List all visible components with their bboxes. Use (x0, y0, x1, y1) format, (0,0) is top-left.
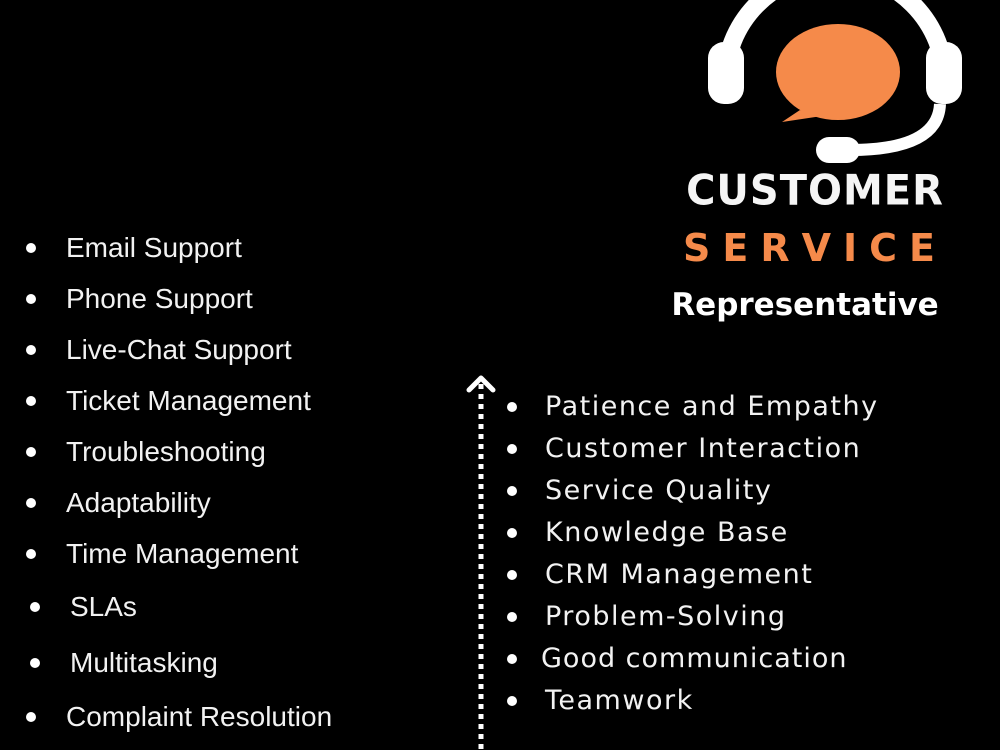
list-item: Email Support (0, 222, 332, 273)
list-item: Service Quality (500, 470, 879, 512)
list-item: Problem-Solving (500, 596, 879, 638)
list-item-label: Patience and Empathy (545, 391, 879, 422)
list-item: Customer Interaction (500, 428, 879, 470)
list-item-label: SLAs (70, 591, 137, 622)
list-item: Good communication (500, 638, 879, 680)
list-item: SLAs (0, 579, 332, 635)
list-item: Live-Chat Support (0, 324, 332, 375)
bullet-icon (26, 243, 36, 253)
bullet-icon (507, 486, 517, 496)
list-item-label: Phone Support (66, 283, 253, 314)
list-item: CRM Management (500, 554, 879, 596)
bullet-icon (26, 712, 36, 722)
list-item-label: Good communication (541, 643, 848, 674)
list-item-label: Multitasking (70, 647, 218, 678)
list-item-label: Teamwork (545, 685, 694, 716)
bullet-icon (507, 444, 517, 454)
bullet-icon (507, 696, 517, 706)
bullet-icon (30, 602, 40, 612)
list-item: Multitasking (0, 635, 332, 691)
title-customer: CUSTOMER (686, 166, 944, 216)
bullet-icon (26, 498, 36, 508)
bullet-icon (26, 549, 36, 559)
bullet-icon (507, 612, 517, 622)
bullet-icon (30, 658, 40, 668)
list-item-label: Complaint Resolution (66, 701, 333, 732)
dotted-up-arrow-icon (466, 375, 496, 750)
list-item: Adaptability (0, 477, 332, 528)
title-representative: Representative (671, 287, 939, 323)
list-item: Patience and Empathy (500, 386, 879, 428)
list-item: Time Management (0, 528, 332, 579)
list-item-label: Problem-Solving (545, 601, 787, 632)
bullet-icon (507, 402, 517, 412)
list-item-label: Adaptability (66, 487, 211, 518)
list-item-label: CRM Management (545, 559, 814, 590)
list-item-label: Live-Chat Support (66, 334, 292, 365)
list-item: Teamwork (500, 680, 879, 722)
bullet-icon (26, 294, 36, 304)
list-item: Knowledge Base (500, 512, 879, 554)
left-skills-list: Email Support Phone Support Live-Chat Su… (0, 222, 332, 742)
list-item-label: Service Quality (545, 475, 773, 506)
bullet-icon (26, 396, 36, 406)
list-item-label: Knowledge Base (545, 517, 789, 548)
list-item-label: Time Management (66, 538, 299, 569)
list-item: Complaint Resolution (0, 691, 332, 742)
bullet-icon (507, 570, 517, 580)
list-item: Troubleshooting (0, 426, 332, 477)
bullet-icon (26, 345, 36, 355)
list-item-label: Customer Interaction (545, 433, 862, 464)
right-skills-list: Patience and Empathy Customer Interactio… (500, 386, 879, 722)
list-item-label: Ticket Management (66, 385, 311, 416)
list-item: Phone Support (0, 273, 332, 324)
headset-chat-icon (708, 0, 962, 163)
title-service: SERVICE (683, 226, 947, 270)
list-item-label: Email Support (66, 232, 242, 263)
bullet-icon (507, 654, 517, 664)
list-item: Ticket Management (0, 375, 332, 426)
list-item-label: Troubleshooting (66, 436, 266, 467)
bullet-icon (507, 528, 517, 538)
bullet-icon (26, 447, 36, 457)
